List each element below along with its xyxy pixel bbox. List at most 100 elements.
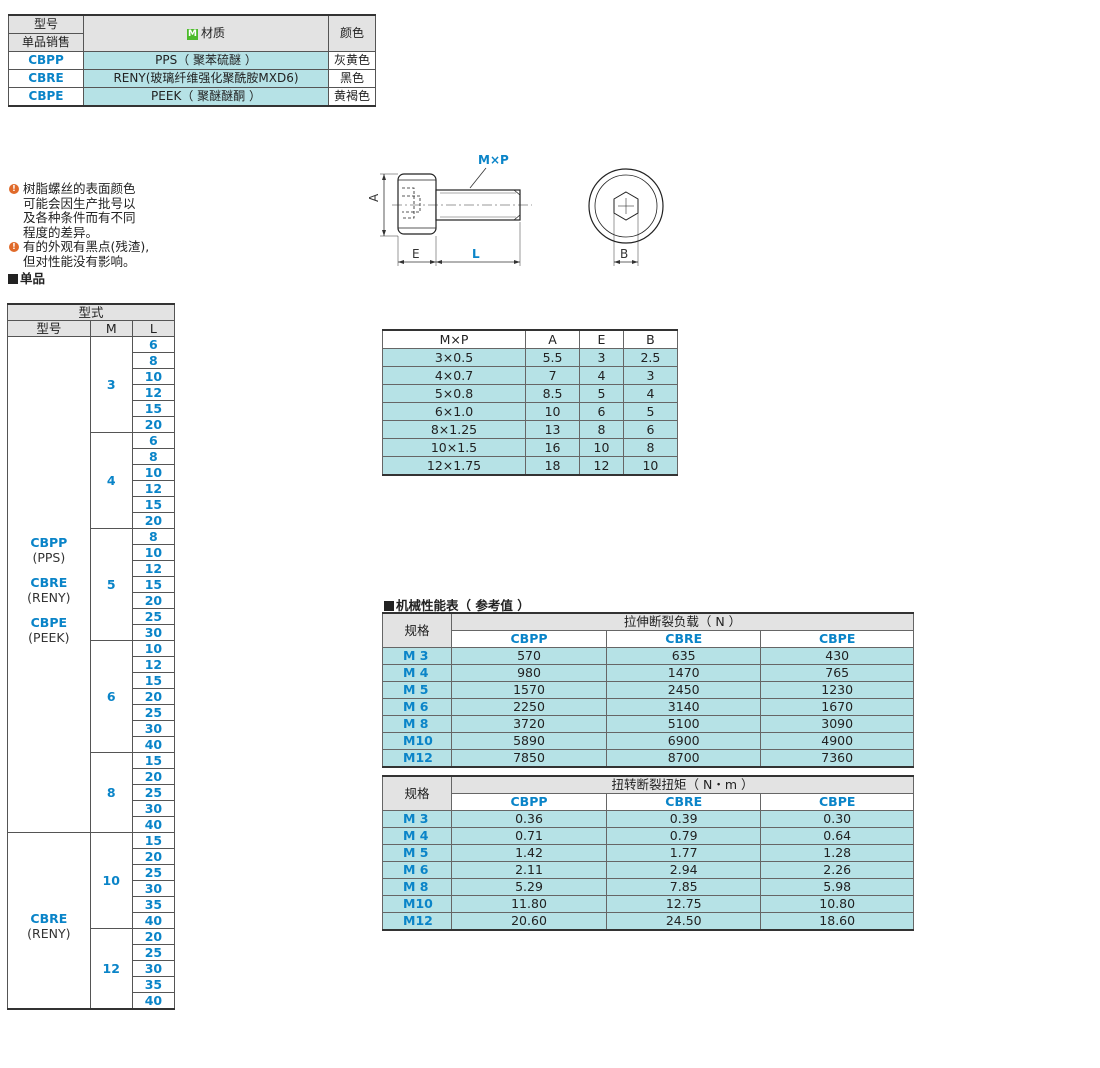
length-cell: 40: [131, 992, 176, 1010]
material-cell: RENY(玻璃纤维强化聚酰胺MXD6): [83, 69, 329, 88]
value-cell: 0.39: [606, 810, 762, 828]
value-cell: 11.80: [450, 895, 608, 913]
label-b: B: [620, 247, 628, 261]
length-cell: 15: [131, 496, 176, 513]
value-cell: 5890: [450, 732, 608, 750]
table-row: 25: [8, 864, 176, 881]
size-cell: M 8: [382, 715, 452, 733]
value-cell: 5.98: [760, 878, 914, 896]
label-e: E: [412, 247, 420, 261]
value-cell: 7.85: [606, 878, 762, 896]
warning-icon: !: [9, 242, 19, 252]
m-size-cell: 10: [89, 832, 133, 929]
model-cell: CBPP: [8, 51, 84, 70]
length-cell: 30: [131, 960, 176, 977]
length-cell: 25: [131, 864, 176, 881]
table-row: 10: [8, 464, 176, 481]
model-code: CBRE: [30, 910, 68, 926]
model-group-cell: CBPP(PPS)CBRE(RENY)CBPE(PEEK): [7, 336, 91, 833]
hdr-b: B: [622, 329, 679, 349]
hdr-tensile: 拉伸断裂负载（ N ）: [451, 612, 914, 631]
length-cell: 10: [131, 640, 176, 657]
model-material: (RENY): [27, 925, 71, 941]
length-cell: 40: [131, 736, 176, 753]
dim-cell: 5.5: [524, 348, 581, 367]
value-cell: 1.42: [450, 844, 608, 862]
hdr-e: E: [579, 329, 624, 349]
dim-cell: 4×0.7: [382, 366, 526, 385]
length-cell: 8: [131, 352, 176, 369]
hdr-model: 型号: [7, 320, 91, 337]
value-cell: 10.80: [760, 895, 914, 913]
size-cell: M 3: [382, 810, 452, 828]
table-row: 20: [8, 592, 176, 609]
value-cell: 7360: [760, 749, 914, 768]
model-group-cell: CBRE(RENY): [7, 832, 91, 1010]
value-cell: 1670: [760, 698, 914, 716]
length-cell: 25: [131, 608, 176, 625]
hdr-mxp: M×P: [382, 329, 526, 349]
value-cell: 3090: [760, 715, 914, 733]
dim-cell: 12×1.75: [382, 456, 526, 476]
dim-cell: 4: [579, 366, 624, 385]
color-cell: 黑色: [328, 69, 376, 88]
value-cell: 1230: [760, 681, 914, 699]
m-size-cell: 6: [89, 640, 133, 753]
table-row: 25: [8, 784, 176, 801]
value-cell: 0.64: [760, 827, 914, 845]
hdr-col: CBPE: [760, 630, 914, 648]
value-cell: 0.36: [450, 810, 608, 828]
dim-cell: 10: [524, 402, 581, 421]
note-2: ! 有的外观有黑点(残渣), 但对性能没有影响。: [8, 239, 178, 269]
hdr-single-sale: 单品销售: [8, 33, 84, 52]
value-cell: 0.30: [760, 810, 914, 828]
material-cell: PPS（ 聚苯硫醚 ）: [83, 51, 329, 70]
length-cell: 20: [131, 512, 176, 529]
length-cell: 30: [131, 800, 176, 817]
dim-cell: 18: [524, 456, 581, 476]
hdr-col: CBRE: [606, 793, 762, 811]
hdr-col: CBPE: [760, 793, 914, 811]
value-cell: 570: [450, 647, 608, 665]
length-cell: 20: [131, 928, 176, 945]
table-row: 20: [8, 768, 176, 785]
model-material: (PPS): [32, 549, 66, 565]
model-code: CBPP: [30, 534, 68, 550]
dim-cell: 3: [622, 366, 679, 385]
color-cell: 黄褐色: [328, 87, 376, 107]
size-cell: M12: [382, 749, 452, 768]
m-size-cell: 12: [89, 928, 133, 1010]
model-material: (PEEK): [28, 629, 70, 645]
dim-cell: 8: [579, 420, 624, 439]
size-cell: M 4: [382, 827, 452, 845]
size-cell: M 4: [382, 664, 452, 682]
length-cell: 25: [131, 704, 176, 721]
length-cell: 20: [131, 592, 176, 609]
table-row: 40: [8, 992, 176, 1010]
hdr-col: CBPP: [450, 793, 608, 811]
dim-cell: 12: [579, 456, 624, 476]
value-cell: 1.77: [606, 844, 762, 862]
dim-cell: 5: [622, 402, 679, 421]
value-cell: 1.28: [760, 844, 914, 862]
value-cell: 0.79: [606, 827, 762, 845]
length-cell: 15: [131, 672, 176, 689]
table-row: 30: [8, 880, 176, 897]
value-cell: 635: [606, 647, 762, 665]
length-cell: 10: [131, 464, 176, 481]
square-bullet-icon: [384, 601, 394, 611]
